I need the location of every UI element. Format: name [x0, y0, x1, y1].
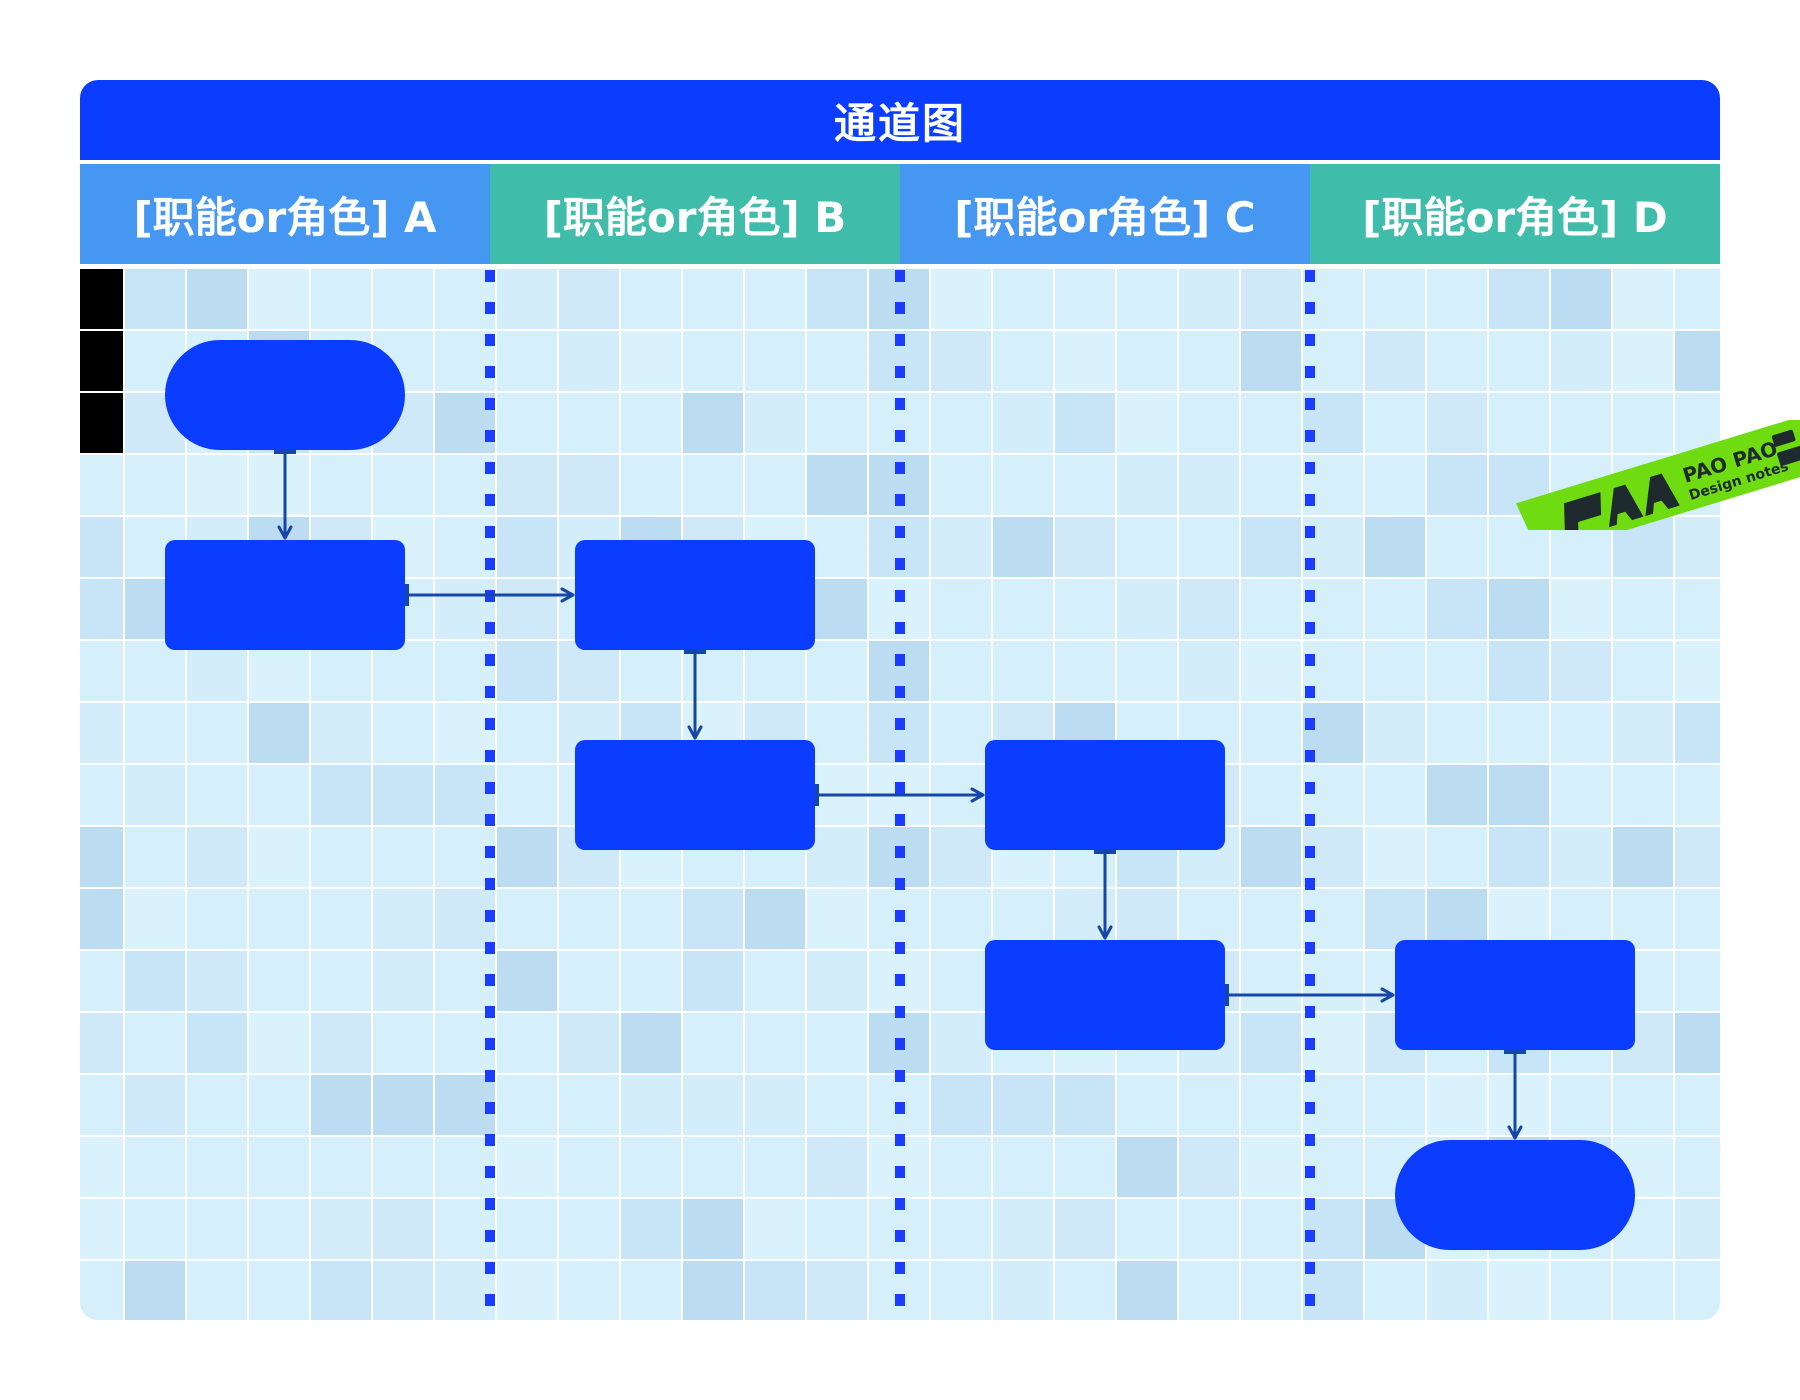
- lane-headers: [职能or角色] A [职能or角色] B [职能or角色] C [职能or角色…: [80, 164, 1720, 264]
- terminal-node-start[interactable]: [165, 340, 405, 450]
- process-node-c1[interactable]: [985, 740, 1225, 850]
- node-shape: [985, 740, 1225, 850]
- lane-header-b: [职能or角色] B: [490, 164, 900, 264]
- node-shape: [165, 540, 405, 650]
- process-node-c2[interactable]: [985, 940, 1225, 1050]
- flow-nodes: [165, 340, 1635, 1250]
- diagram-title: 通道图: [80, 80, 1720, 160]
- process-node-d1[interactable]: [1395, 940, 1635, 1050]
- node-shape: [575, 740, 815, 850]
- node-shape: [985, 940, 1225, 1050]
- node-shape: [575, 540, 815, 650]
- lane-header-c: [职能or角色] C: [900, 164, 1310, 264]
- process-node-b2[interactable]: [575, 740, 815, 850]
- node-shape: [1395, 940, 1635, 1050]
- node-shape: [1395, 1140, 1635, 1250]
- node-shape: [165, 340, 405, 450]
- lane-header-a: [职能or角色] A: [80, 164, 490, 264]
- lane-header-d: [职能or角色] D: [1310, 164, 1720, 264]
- terminal-node-end[interactable]: [1395, 1140, 1635, 1250]
- process-node-b1[interactable]: [575, 540, 815, 650]
- badge-stripes-icon: [1771, 429, 1800, 466]
- process-node-a1[interactable]: [165, 540, 405, 650]
